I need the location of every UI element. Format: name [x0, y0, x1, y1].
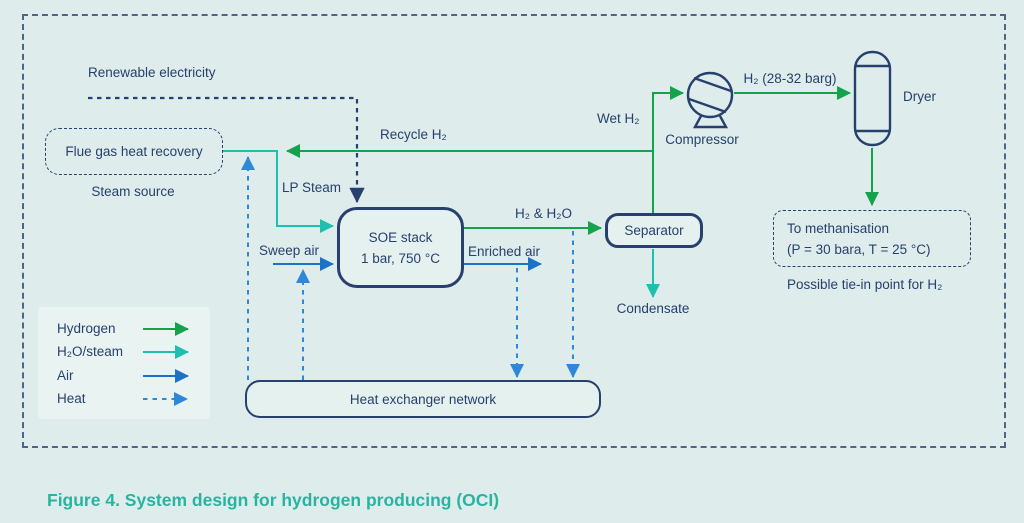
possible-tie-in-label: Possible tie-in point for H₂ — [787, 277, 943, 292]
steam-source-label: Steam source — [91, 184, 175, 199]
methanisation-name: To methanisation — [787, 220, 890, 236]
separator-box: Separator — [605, 213, 703, 248]
heat-exchanger-network-box: Heat exchanger network — [245, 380, 601, 418]
to-methanisation-box: To methanisation (P = 30 bara, T = 25 °C… — [773, 210, 971, 267]
recycle-h2-label: Recycle H₂ — [380, 127, 447, 142]
lp-steam-label: LP Steam — [282, 180, 342, 195]
compressor-label: Compressor — [665, 132, 739, 147]
enriched-air-label: Enriched air — [468, 244, 541, 259]
h2-h2o-label: H₂ & H₂O — [515, 206, 572, 221]
separator-label: Separator — [624, 223, 684, 238]
soe-stack-conditions: 1 bar, 750 °C — [361, 250, 440, 266]
soe-stack-box: SOE stack 1 bar, 750 °C — [337, 207, 464, 288]
flue-gas-label: Flue gas heat recovery — [65, 144, 203, 159]
h2-pressure-label: H₂ (28-32 barg) — [743, 71, 837, 86]
condensate-label: Condensate — [616, 301, 690, 316]
wet-h2-label: Wet H₂ — [597, 111, 640, 126]
flue-gas-heat-recovery-box: Flue gas heat recovery — [45, 128, 223, 175]
legend-item-hydrogen: Hydrogen — [57, 321, 116, 336]
legend-item-steam: H₂O/steam — [57, 344, 124, 359]
figure-caption: Figure 4. System design for hydrogen pro… — [47, 490, 500, 510]
dryer-label: Dryer — [903, 89, 936, 104]
heat-exchanger-label: Heat exchanger network — [349, 391, 497, 407]
renewable-electricity-label: Renewable electricity — [88, 65, 216, 80]
sweep-air-label: Sweep air — [259, 243, 320, 258]
diagram-dashed-border — [22, 14, 1006, 448]
legend-item-heat: Heat — [57, 391, 86, 406]
methanisation-conditions: (P = 30 bara, T = 25 °C) — [787, 241, 931, 257]
soe-stack-name: SOE stack — [368, 229, 433, 245]
legend-item-air: Air — [57, 368, 74, 383]
